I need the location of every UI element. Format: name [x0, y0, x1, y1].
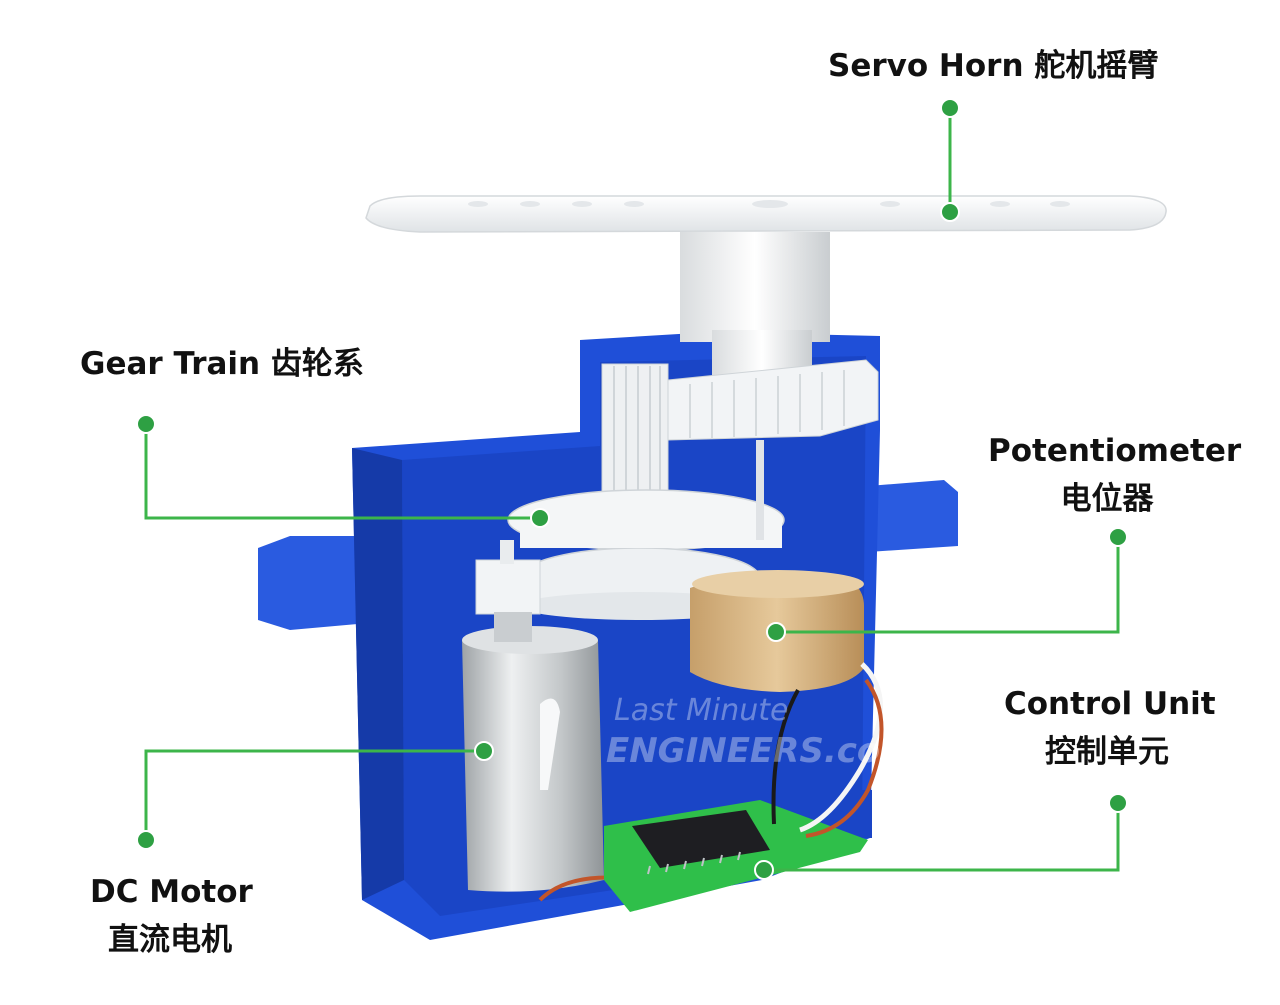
- output-gear-teeth: [689, 370, 845, 438]
- wire-orange: [805, 678, 884, 838]
- label-potentiometer-en: Potentiometer: [988, 433, 1242, 469]
- right-mounting-tab: [868, 480, 958, 552]
- left-mounting-tab: [258, 536, 380, 630]
- dot-control-unit-end: [754, 860, 774, 880]
- chip: [632, 810, 770, 868]
- dot-servo-horn-start: [940, 98, 960, 118]
- case-edge: [352, 448, 404, 900]
- label-servo-horn-text: Servo Horn 舵机摇臂: [828, 48, 1159, 84]
- watermark: Last Minute ENGINEERS.com: [606, 693, 916, 771]
- leader-potentiometer: [776, 537, 1120, 634]
- dot-gear-train-start: [136, 414, 156, 434]
- gear-axle: [756, 440, 764, 540]
- dot-dc-motor-end: [474, 741, 494, 761]
- dc-motor: [462, 612, 641, 902]
- servo-horn: [365, 195, 1167, 400]
- motor-slot: [540, 698, 560, 790]
- dot-servo-horn-end: [940, 202, 960, 222]
- motor-bushing: [494, 612, 532, 642]
- gear-train: [475, 359, 879, 620]
- dot-control-unit-start: [1108, 793, 1128, 813]
- horn-holes: [468, 200, 1070, 208]
- compound-gear-body: [520, 520, 782, 548]
- label-control-unit: Control Unit 控制单元: [1004, 680, 1216, 776]
- horn-arm: [365, 195, 1167, 233]
- leader-dc-motor: [144, 749, 484, 840]
- label-servo-horn: Servo Horn 舵机摇臂: [828, 42, 1158, 90]
- control-unit: [604, 662, 884, 912]
- dot-dc-motor-start: [136, 830, 156, 850]
- dot-potentiometer-end: [766, 622, 786, 642]
- motor-pinion: [475, 559, 541, 615]
- leader-control-unit: [764, 803, 1120, 872]
- motor-can: [462, 640, 604, 892]
- wire-white: [799, 662, 883, 833]
- leader-dots: [136, 98, 1128, 880]
- chip-pins: [647, 851, 741, 875]
- motor-shaft: [500, 540, 514, 564]
- leader-lines: [144, 108, 1120, 872]
- label-control-unit-en: Control Unit: [1004, 686, 1216, 722]
- wire-black: [771, 689, 800, 825]
- label-dc-motor-en: DC Motor: [90, 874, 253, 910]
- label-potentiometer: Potentiometer 电位器: [988, 427, 1242, 523]
- output-shaft: [680, 232, 830, 342]
- potentiometer-top: [692, 570, 864, 598]
- label-dc-motor-zh: 直流电机: [108, 922, 232, 958]
- label-gear-train-text: Gear Train 齿轮系: [80, 346, 364, 382]
- dot-gear-train-end: [530, 508, 550, 528]
- watermark-line-1: Last Minute: [614, 693, 789, 728]
- label-potentiometer-zh: 电位器: [1060, 481, 1154, 517]
- dot-potentiometer-start: [1108, 527, 1128, 547]
- label-gear-train: Gear Train 齿轮系: [80, 340, 364, 388]
- leader-gear-train: [144, 424, 540, 520]
- label-control-unit-zh: 控制单元: [1045, 734, 1169, 770]
- watermark-line-2: ENGINEERS.com: [606, 731, 916, 771]
- label-dc-motor: DC Motor 直流电机: [90, 868, 253, 964]
